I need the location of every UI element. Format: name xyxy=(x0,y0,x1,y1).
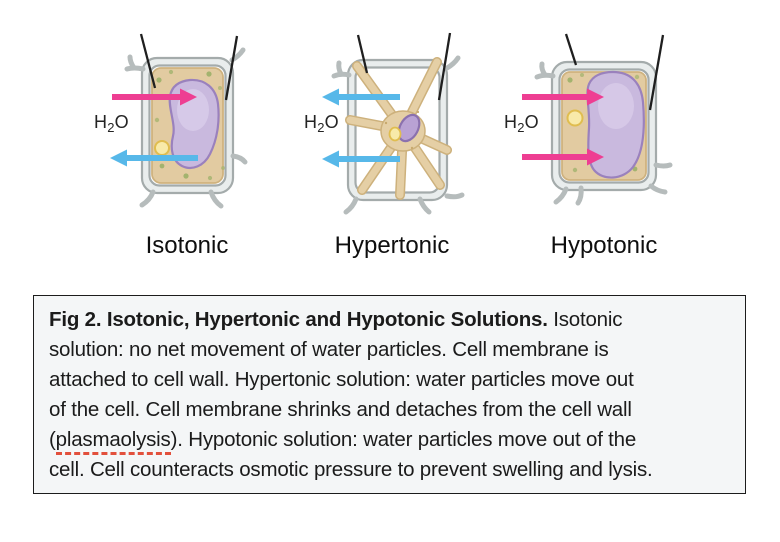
figure-caption-box: Fig 2. Isotonic, Hypertonic and Hypotoni… xyxy=(33,295,746,494)
water-in-arrow xyxy=(522,88,604,106)
wall-branches xyxy=(124,47,248,209)
yellow-organelle xyxy=(388,126,402,142)
hypotonic-cell-illustration xyxy=(522,33,673,206)
panel-label-hypotonic: Hypotonic xyxy=(550,232,658,259)
annotation-pointer-lines xyxy=(564,33,665,111)
h2o-label: H2O xyxy=(504,112,539,135)
hypertonic-cell-illustration xyxy=(322,32,465,215)
yellow-organelle xyxy=(154,140,170,156)
panel-label-hypertonic: Hypertonic xyxy=(334,232,450,259)
panel-label-isotonic: Isotonic xyxy=(145,232,229,259)
caption-line: of the cell. Cell membrane shrinks and d… xyxy=(49,398,632,421)
caption-line: cell. Cell counteracts osmotic pressure … xyxy=(49,458,653,481)
granule-dots xyxy=(154,69,225,181)
vacuole xyxy=(586,70,645,179)
caption-line: (plasmaolysis). Hypotonic solution: wate… xyxy=(49,425,733,455)
caption-line: solution: no net movement of water parti… xyxy=(49,338,609,361)
shrunken-vacuole xyxy=(397,113,421,143)
wall-branches xyxy=(534,61,673,206)
water-out-arrow xyxy=(322,150,400,168)
water-out-arrow xyxy=(322,88,400,106)
yellow-organelle xyxy=(566,109,584,127)
h2o-label: H2O xyxy=(304,112,339,135)
misspelled-word: plasmaolysis xyxy=(55,428,171,455)
caption-line: Fig 2. Isotonic, Hypertonic and Hypotoni… xyxy=(49,308,623,331)
isotonic-cell-illustration xyxy=(110,33,248,209)
annotation-pointer-lines xyxy=(139,33,239,101)
water-in-arrow xyxy=(112,88,197,106)
h2o-label: H2O xyxy=(94,112,129,135)
annotation-pointer-lines xyxy=(356,32,452,101)
wall-branches xyxy=(331,55,465,215)
water-in-arrow xyxy=(522,148,604,166)
water-out-arrow xyxy=(110,149,198,167)
caption-line: attached to cell wall. Hypertonic soluti… xyxy=(49,368,634,391)
